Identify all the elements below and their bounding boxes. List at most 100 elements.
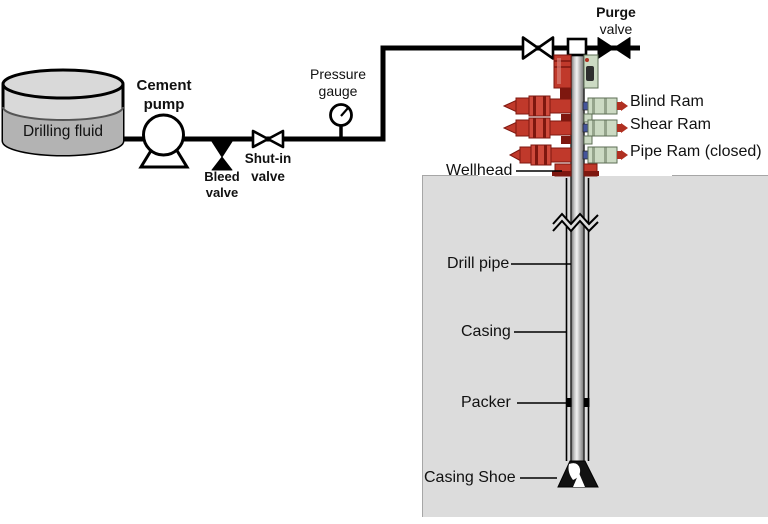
- bleed-valve-label-line2: valve: [205, 185, 239, 200]
- detail: [568, 463, 581, 480]
- bop-stack: [502, 54, 628, 177]
- shear-ram-right-actuator: [582, 119, 628, 137]
- casing-label: Casing: [461, 323, 511, 340]
- detail: [561, 136, 571, 144]
- purge-valve-label-line1: Purge: [596, 4, 636, 20]
- fluid-surface-line: [2, 106, 124, 121]
- ram-tip: [502, 99, 518, 113]
- detail: [582, 123, 589, 133]
- detail: [543, 96, 546, 116]
- bleed-valve-bottom: [211, 156, 233, 171]
- bleed-valve-label-line1: Bleed: [204, 169, 240, 184]
- blind-ram-right-actuator: [582, 97, 628, 115]
- detail: [582, 101, 589, 111]
- pump-body: [142, 113, 185, 157]
- casing-shoe-label: Casing Shoe: [424, 469, 516, 486]
- detail: [592, 98, 595, 114]
- pressure-gauge-label-line1: Pressure: [309, 66, 367, 82]
- purge-valve-label: Purge valve: [576, 4, 656, 37]
- gauge-needle: [340, 107, 349, 117]
- ram-segment: [528, 117, 551, 139]
- detail: [604, 147, 607, 163]
- shut-in-valve-left: [251, 129, 270, 149]
- ram-tip: [508, 148, 522, 162]
- pressure-gauge-symbol: [329, 103, 353, 139]
- shear-ram-label: Shear Ram: [630, 116, 711, 133]
- detail: [584, 171, 599, 176]
- cement-pump-symbol: [138, 113, 190, 169]
- ram-segment: [519, 146, 532, 164]
- break-line-lower: [552, 219, 599, 233]
- annular-preventer-left: [553, 54, 572, 89]
- tank-mouth: [1, 68, 125, 100]
- pointer-tip: [621, 123, 628, 133]
- pipe-ram-label: Pipe Ram (closed): [630, 143, 762, 160]
- cement-pump-label-line1: Cement: [136, 77, 192, 94]
- purge-valve-left: [597, 37, 615, 59]
- break-band: [553, 214, 598, 231]
- purge-valve-right: [613, 37, 631, 59]
- detail: [543, 118, 546, 138]
- bleed-valve-label: Bleed valve: [172, 169, 272, 201]
- pipe-break-symbol: [552, 212, 599, 233]
- detail: [586, 66, 594, 81]
- detail: [592, 147, 595, 163]
- detail: [617, 102, 621, 110]
- blind-ram-left-actuator: [502, 95, 572, 117]
- detail: [604, 98, 607, 114]
- shut-in-valve-right: [266, 129, 285, 149]
- packer-label: Packer: [461, 394, 511, 411]
- drilling-fluid-tank: [1, 68, 125, 157]
- detail: [560, 88, 571, 100]
- bop-top-connector: [566, 37, 588, 57]
- detail: [533, 118, 536, 138]
- cement-pump-label: Cement pump: [114, 76, 214, 114]
- wellhead-label: Wellhead: [446, 162, 513, 179]
- detail: [585, 58, 589, 62]
- ram-segment: [549, 98, 572, 114]
- drill-pipe-graphic: [570, 53, 585, 463]
- pressure-gauge-label: Pressure gauge: [303, 63, 373, 100]
- pipe-ram-right-actuator: [582, 146, 628, 164]
- pressure-gauge-label-line2: gauge: [318, 83, 358, 99]
- detail: [533, 96, 536, 116]
- blind-ram-label: Blind Ram: [630, 93, 704, 110]
- detail: [552, 171, 571, 176]
- ground-formation-block: [422, 175, 768, 517]
- drill-pipe-label: Drill pipe: [447, 255, 510, 272]
- pipe-ram-left-actuator: [508, 144, 572, 166]
- shear-ram-left-actuator: [502, 117, 572, 139]
- detail: [592, 120, 595, 136]
- drilling-fluid-label: Drilling fluid: [13, 123, 113, 141]
- detail: [617, 124, 621, 132]
- detail: [582, 150, 589, 160]
- detail: [604, 120, 607, 136]
- packer-right: [584, 398, 590, 407]
- drilling-fluid-label-text: Drilling fluid: [22, 123, 104, 140]
- detail: [544, 145, 547, 165]
- break-line-upper: [552, 212, 599, 226]
- shut-in-valve-label-line1: Shut-in: [244, 151, 292, 166]
- packer-left: [566, 398, 572, 407]
- ram-segment: [530, 144, 552, 166]
- bleed-valve-symbol: [211, 141, 233, 171]
- casing-shoe-graphic: [557, 460, 599, 488]
- detail: [617, 151, 621, 159]
- detail: [573, 473, 585, 487]
- line-valve-left: [521, 36, 540, 60]
- bleed-valve-top: [211, 141, 233, 158]
- purge-valve-symbol: [597, 37, 631, 59]
- detail: [535, 145, 538, 165]
- ram-segment: [528, 95, 551, 117]
- pointer-tip: [621, 101, 628, 111]
- detail: [557, 58, 561, 84]
- ram-segment: [550, 147, 572, 163]
- detail: [583, 135, 593, 145]
- shut-in-valve-label-line2: valve: [251, 168, 285, 184]
- line-valve-symbol: [521, 36, 555, 60]
- pointer-tip: [621, 150, 628, 160]
- ram-segment: [549, 120, 572, 136]
- shut-in-valve-label: Shut-in valve: [218, 150, 318, 185]
